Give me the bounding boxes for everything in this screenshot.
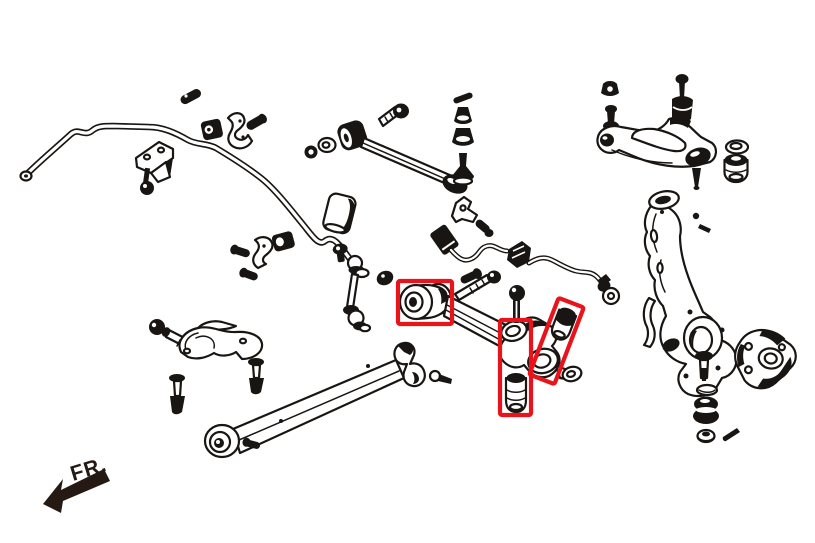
arrow-shape: [43, 469, 110, 513]
stabilizer-end-link: [343, 254, 372, 333]
stabilizer-bar-bracket: [134, 140, 175, 195]
stabilizer-bushing-clamp-set-upper: [180, 89, 267, 150]
harness-l-bracket: [450, 195, 494, 237]
trailing-arm-bolt: [428, 369, 452, 384]
lower-arm-mid-bushing: [504, 373, 528, 414]
rubber-grommet: [376, 270, 394, 286]
stabilizer-bushing-clamp-set-lower: [230, 231, 295, 281]
flat-washers: [304, 136, 337, 159]
rear-knuckle: [642, 190, 738, 398]
abs-sensor-harness: [430, 224, 621, 306]
lower-arm-vertical-bolt: [509, 285, 525, 323]
highlight-box-compensator-arm-bushing: [527, 296, 586, 386]
trailing-arm-eye-bolt: [242, 437, 261, 449]
highlight-box-lower-arm-front-bushing: [395, 278, 455, 327]
upper-control-arm: [596, 74, 717, 190]
ball-joint-dust-boots: [452, 92, 474, 186]
cotter-pin: [453, 92, 473, 104]
bump-stop-bushing: [723, 139, 750, 184]
trailing-arm-mount-bracket: [149, 319, 264, 415]
upper-arm-bushing: [337, 120, 368, 151]
bracket-mount-bolts: [169, 358, 264, 415]
front-direction-arrow: FR.: [43, 453, 110, 513]
rear-stabilizer-bar: [19, 122, 365, 274]
abs-sensor-head: [430, 224, 459, 255]
cotter-pin: [722, 428, 740, 442]
trailing-arm: [203, 341, 452, 459]
highlight-boxes: [395, 278, 586, 418]
rear-upper-lateral-arm: [337, 120, 468, 194]
compensator-arm-bushing: [550, 307, 578, 341]
lower-arm-bolts: [453, 268, 501, 302]
cover-bolt: [332, 243, 348, 263]
rebound-stop-cover: [322, 192, 357, 235]
caliper-bracket: [734, 328, 797, 390]
ball-stud-nut: [601, 81, 619, 96]
bracket-bolt: [140, 167, 154, 195]
harness-bracket: [507, 241, 531, 268]
upper-arm-mount-bolt: [377, 103, 409, 128]
knuckle-ball-joint-boot-kit: [693, 383, 740, 444]
